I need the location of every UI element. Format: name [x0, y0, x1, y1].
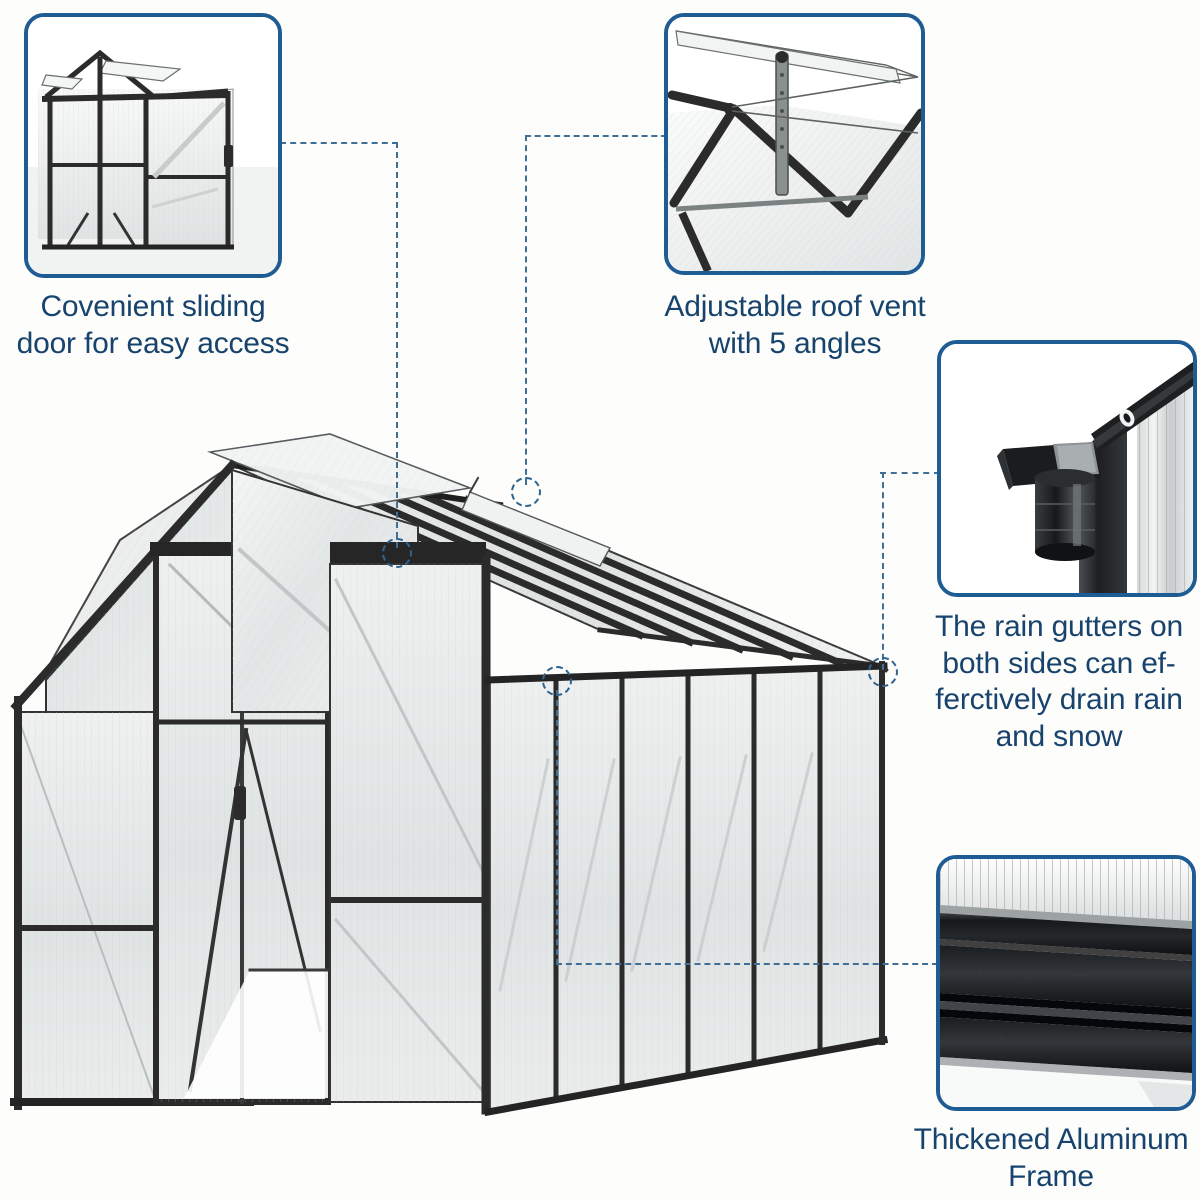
sliding-door-thumbnail-image: [28, 17, 278, 274]
callout-roof-vent[interactable]: [664, 13, 925, 275]
caption-rain-gutter-line1: The rain gutters on: [934, 610, 1183, 643]
marker-roof-vent: [511, 477, 541, 507]
aluminum-frame-thumbnail-image: [940, 859, 1192, 1107]
caption-sliding-door-line2: door for easy access: [16, 326, 290, 360]
caption-rain-gutter: The rain gutters on both sides can ef- f…: [918, 609, 1200, 755]
caption-roof-vent: Adjustable roof vent with 5 angles: [636, 289, 954, 362]
connector-sliding-door-horizontal: [280, 142, 398, 144]
caption-rain-gutter-line2: both sides can ef-: [942, 646, 1176, 680]
caption-roof-vent-line1: Adjustable roof vent: [664, 290, 926, 323]
caption-aluminum-frame-line1: Thickened Aluminum: [913, 1123, 1189, 1156]
caption-sliding-door-line1: Covenient sliding: [40, 290, 266, 323]
rain-gutter-thumbnail-image: [941, 344, 1193, 593]
greenhouse-product-image: [0, 430, 920, 1130]
roof-vent-thumbnail-image: [668, 17, 921, 271]
caption-rain-gutter-line3: ferctively drain rain: [935, 683, 1183, 717]
marker-rain-gutter: [868, 657, 898, 687]
caption-aluminum-frame: Thickened Aluminum Frame: [906, 1122, 1196, 1195]
callout-rain-gutter[interactable]: [937, 340, 1197, 597]
caption-rain-gutter-line4: and snow: [995, 719, 1123, 753]
callout-aluminum-frame[interactable]: [936, 855, 1196, 1111]
caption-sliding-door: Covenient sliding door for easy access: [0, 289, 306, 362]
marker-frame: [542, 666, 572, 696]
connector-roof-vent-horizontal: [525, 135, 667, 137]
callout-sliding-door[interactable]: [24, 13, 282, 278]
caption-aluminum-frame-line2: Frame: [1008, 1159, 1094, 1193]
caption-roof-vent-line2: with 5 angles: [708, 326, 882, 360]
marker-sliding-door: [382, 538, 412, 568]
